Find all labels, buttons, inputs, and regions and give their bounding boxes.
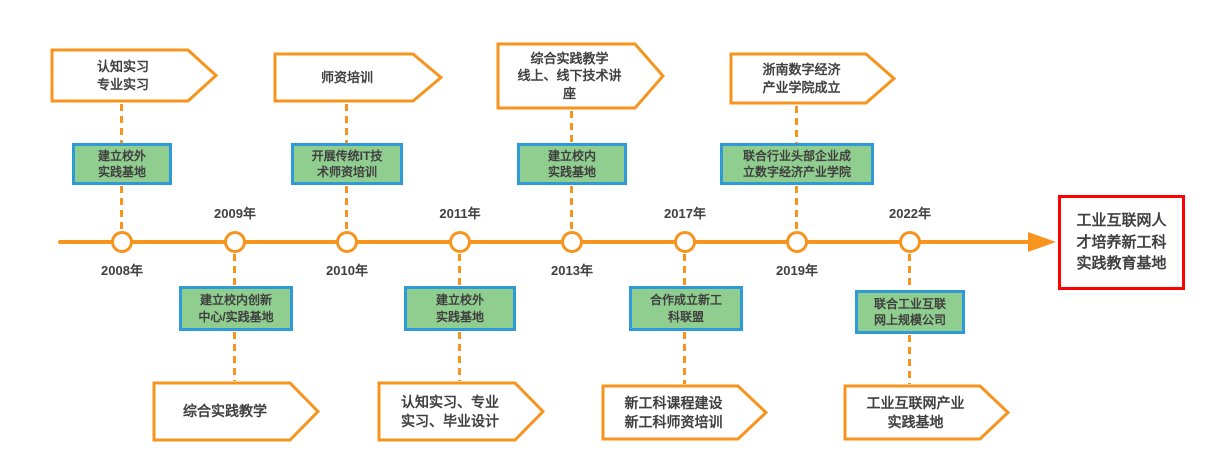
timeline-node-2008 bbox=[111, 231, 133, 253]
pentagon-callout-2022: 工业互联网产业 实践基地 bbox=[843, 384, 1010, 441]
year-label-2017: 2017年 bbox=[664, 206, 706, 221]
milestone-box-2010: 开展传统IT技 术师资培训 bbox=[291, 143, 403, 185]
year-label-2010: 2010年 bbox=[326, 263, 368, 278]
endpoint-box: 工业互联网人 才培养新工科 实践教育基地 bbox=[1058, 195, 1185, 290]
year-label-2008: 2008年 bbox=[101, 263, 143, 278]
endpoint-label: 工业互联网人 才培养新工科 实践教育基地 bbox=[1076, 211, 1167, 273]
timeline-node-2013 bbox=[561, 231, 583, 253]
pentagon-callout-2008: 认知实习 专业实习 bbox=[50, 48, 218, 103]
pentagon-callout-2013: 综合实践教学 线上、线下技术讲 座 bbox=[496, 42, 665, 110]
milestone-label-2022: 联合工业互联 网上规模公司 bbox=[873, 296, 946, 327]
connector-dashed bbox=[120, 186, 123, 231]
pentagon-callout-2017: 新工科课程建设 新工科师资培训 bbox=[601, 384, 768, 441]
connector-dashed bbox=[908, 335, 911, 384]
connector-dashed bbox=[683, 254, 686, 286]
milestone-label-2008: 建立校外 实践基地 bbox=[97, 148, 146, 179]
pentagon-label-2008: 认知实习 专业实习 bbox=[96, 58, 149, 92]
milestone-label-2019: 联合行业头部企业成 立数字经济产业学院 bbox=[742, 148, 851, 179]
milestone-label-2013: 建立校内 实践基地 bbox=[547, 148, 596, 179]
year-label-2019: 2019年 bbox=[776, 263, 818, 278]
connector-dashed bbox=[908, 254, 911, 290]
milestone-label-2009: 建立校内创新 中心/实践基地 bbox=[198, 293, 274, 324]
pentagon-label-2013: 综合实践教学 线上、线下技术讲 座 bbox=[517, 50, 622, 101]
connector-dashed bbox=[345, 186, 348, 231]
timeline-node-2010 bbox=[336, 231, 358, 253]
connector-dashed bbox=[120, 104, 123, 143]
connector-dashed bbox=[795, 186, 798, 231]
arrow-head-icon bbox=[1028, 232, 1056, 252]
year-label-2009: 2009年 bbox=[214, 206, 256, 221]
year-label-2011: 2011年 bbox=[439, 206, 481, 221]
milestone-label-2010: 开展传统IT技 术师资培训 bbox=[311, 148, 383, 179]
pentagon-callout-2019: 浙南数字经济 产业学院成立 bbox=[729, 52, 896, 105]
timeline-node-2017 bbox=[674, 231, 696, 253]
connector-dashed bbox=[795, 106, 798, 143]
pentagon-label-2022: 工业互联网产业 实践基地 bbox=[866, 394, 965, 430]
milestone-box-2013: 建立校内 实践基地 bbox=[517, 143, 627, 185]
milestone-box-2022: 联合工业互联 网上规模公司 bbox=[855, 290, 965, 334]
pentagon-label-2009: 综合实践教学 bbox=[183, 403, 267, 420]
pentagon-label-2017: 新工科课程建设 新工科师资培训 bbox=[624, 394, 723, 430]
connector-dashed bbox=[233, 332, 236, 381]
year-label-2013: 2013年 bbox=[551, 263, 593, 278]
milestone-box-2011: 建立校外 实践基地 bbox=[404, 286, 516, 331]
connector-dashed bbox=[233, 254, 236, 286]
year-label-2022: 2022年 bbox=[889, 206, 931, 221]
connector-dashed bbox=[458, 254, 461, 286]
timeline-node-2011 bbox=[449, 231, 471, 253]
timeline-node-2022 bbox=[899, 231, 921, 253]
timeline-node-2019 bbox=[786, 231, 808, 253]
milestone-box-2017: 合作成立新工 科联盟 bbox=[629, 286, 743, 331]
milestone-box-2019: 联合行业头部企业成 立数字经济产业学院 bbox=[720, 143, 874, 185]
connector-dashed bbox=[683, 332, 686, 384]
milestone-label-2011: 建立校外 实践基地 bbox=[435, 293, 484, 324]
timeline-node-2009 bbox=[224, 231, 246, 253]
pentagon-label-2019: 浙南数字经济 产业学院成立 bbox=[762, 61, 841, 95]
pentagon-callout-2011: 认知实习、专业 实习、毕业设计 bbox=[377, 381, 545, 442]
connector-dashed bbox=[570, 111, 573, 143]
connector-dashed bbox=[345, 104, 348, 143]
milestone-box-2009: 建立校内创新 中心/实践基地 bbox=[179, 286, 293, 331]
milestone-box-2008: 建立校外 实践基地 bbox=[72, 143, 172, 185]
connector-dashed bbox=[458, 332, 461, 381]
pentagon-label-2011: 认知实习、专业 实习、毕业设计 bbox=[401, 393, 499, 429]
pentagon-callout-2010: 师资培训 bbox=[273, 52, 443, 103]
pentagon-label-2010: 师资培训 bbox=[320, 69, 373, 85]
pentagon-callout-2009: 综合实践教学 bbox=[152, 381, 320, 442]
milestone-label-2017: 合作成立新工 科联盟 bbox=[649, 293, 722, 324]
connector-dashed bbox=[570, 186, 573, 231]
timeline-axis bbox=[58, 240, 1038, 244]
